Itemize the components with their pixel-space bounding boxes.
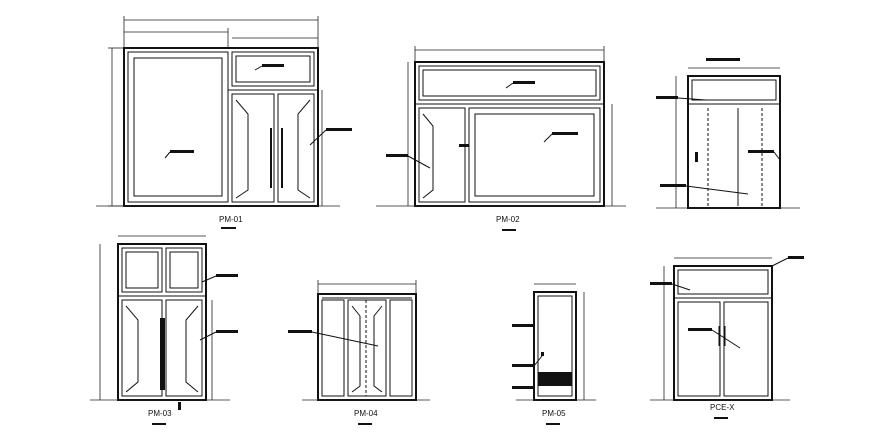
elevation-pm-top-right <box>656 58 800 209</box>
pm04-panel-1 <box>321 299 345 397</box>
pm03-callout-leaf <box>216 330 238 333</box>
elevation-pm04: PM-04 <box>288 280 430 425</box>
pm04-label: PM-04 <box>354 409 378 418</box>
pm05-leaf <box>537 295 573 397</box>
tr-callout-transom <box>656 96 678 99</box>
pm03-stop <box>178 402 181 410</box>
pm01-fixed-panel-frame <box>127 51 229 203</box>
pm02-callout-glass <box>552 132 578 135</box>
pm01-transom-frame <box>231 51 315 87</box>
pce-transom <box>677 269 769 295</box>
pm01-callout-transom <box>262 64 284 67</box>
pm02-transom-frame <box>418 65 601 101</box>
pm05-kick-plate <box>538 372 572 386</box>
pm02-label: PM-02 <box>496 215 520 224</box>
pm02-door-inset <box>422 113 434 199</box>
pm01-transom-glass <box>235 55 311 83</box>
pm03-left-inset <box>125 305 139 393</box>
pce-outer-frame <box>673 265 773 401</box>
tr-title-tag <box>706 58 740 61</box>
pm04-panel-2 <box>347 299 387 397</box>
pm03-callout-transom <box>216 274 238 277</box>
elevation-pce: PCE-X <box>650 256 804 419</box>
tr-callout-glass <box>748 150 774 153</box>
pm01-left-leaf-inset <box>235 99 249 199</box>
pm03-handle-bar <box>160 318 165 390</box>
pm01-left-leaf <box>231 93 275 203</box>
pm02-callout-leaf <box>386 154 408 157</box>
pm03-label: PM-03 <box>148 409 172 418</box>
pm05-callout-handle <box>512 364 534 367</box>
pm03-transom-left-glass <box>125 251 159 289</box>
pce-label: PCE-X <box>710 403 735 412</box>
pce-right-leaf <box>723 301 769 397</box>
elevation-pm03: PM-03 <box>90 235 238 425</box>
elevation-pm02: PM-02 <box>376 46 626 231</box>
pm04-inset-right <box>373 305 383 393</box>
tr-callout-leaf <box>660 184 686 187</box>
pm03-transom-right-glass <box>169 251 199 289</box>
pm01-callout-door <box>326 128 352 131</box>
pm01-fixed-glass <box>133 57 223 197</box>
tr-handle <box>695 152 698 162</box>
pm02-callout-door <box>459 144 469 147</box>
pm02-callout-transom <box>513 81 535 84</box>
pce-callout-top <box>788 256 804 259</box>
pm03-left-leaf <box>121 299 163 397</box>
pm01-right-leaf-inset <box>297 99 311 199</box>
pm02-door-leaf <box>418 107 466 203</box>
pce-callout-transom <box>650 282 672 285</box>
pm02-transom-glass <box>422 69 597 97</box>
pm04-inset-left <box>351 305 361 393</box>
pm05-callout-kick <box>512 386 534 389</box>
pm01-callout-glass <box>170 150 194 153</box>
pm01-right-leaf <box>277 93 315 203</box>
pm01-outer-frame <box>123 47 319 207</box>
pm01-label: PM-01 <box>219 215 243 224</box>
pm03-right-inset <box>185 305 199 393</box>
pm02-fixed-glass <box>474 113 595 197</box>
pm03-transom-right <box>165 247 203 293</box>
pm03-transom-left <box>121 247 163 293</box>
pm04-panel-3 <box>389 299 413 397</box>
pm05-callout-leaf <box>512 324 534 327</box>
elevation-pm05: PM-05 <box>512 283 596 425</box>
elevation-pm01: PM-01 <box>96 16 352 229</box>
pm05-label: PM-05 <box>542 409 566 418</box>
pm04-outer-frame <box>317 293 417 401</box>
pm05-handle <box>541 352 544 356</box>
pce-callout-leaf <box>688 328 712 331</box>
pm03-right-leaf <box>165 299 203 397</box>
pce-left-leaf <box>677 301 721 397</box>
pm04-callout <box>288 330 312 333</box>
pm02-fixed-frame <box>468 107 601 203</box>
tr-transom <box>691 79 777 101</box>
